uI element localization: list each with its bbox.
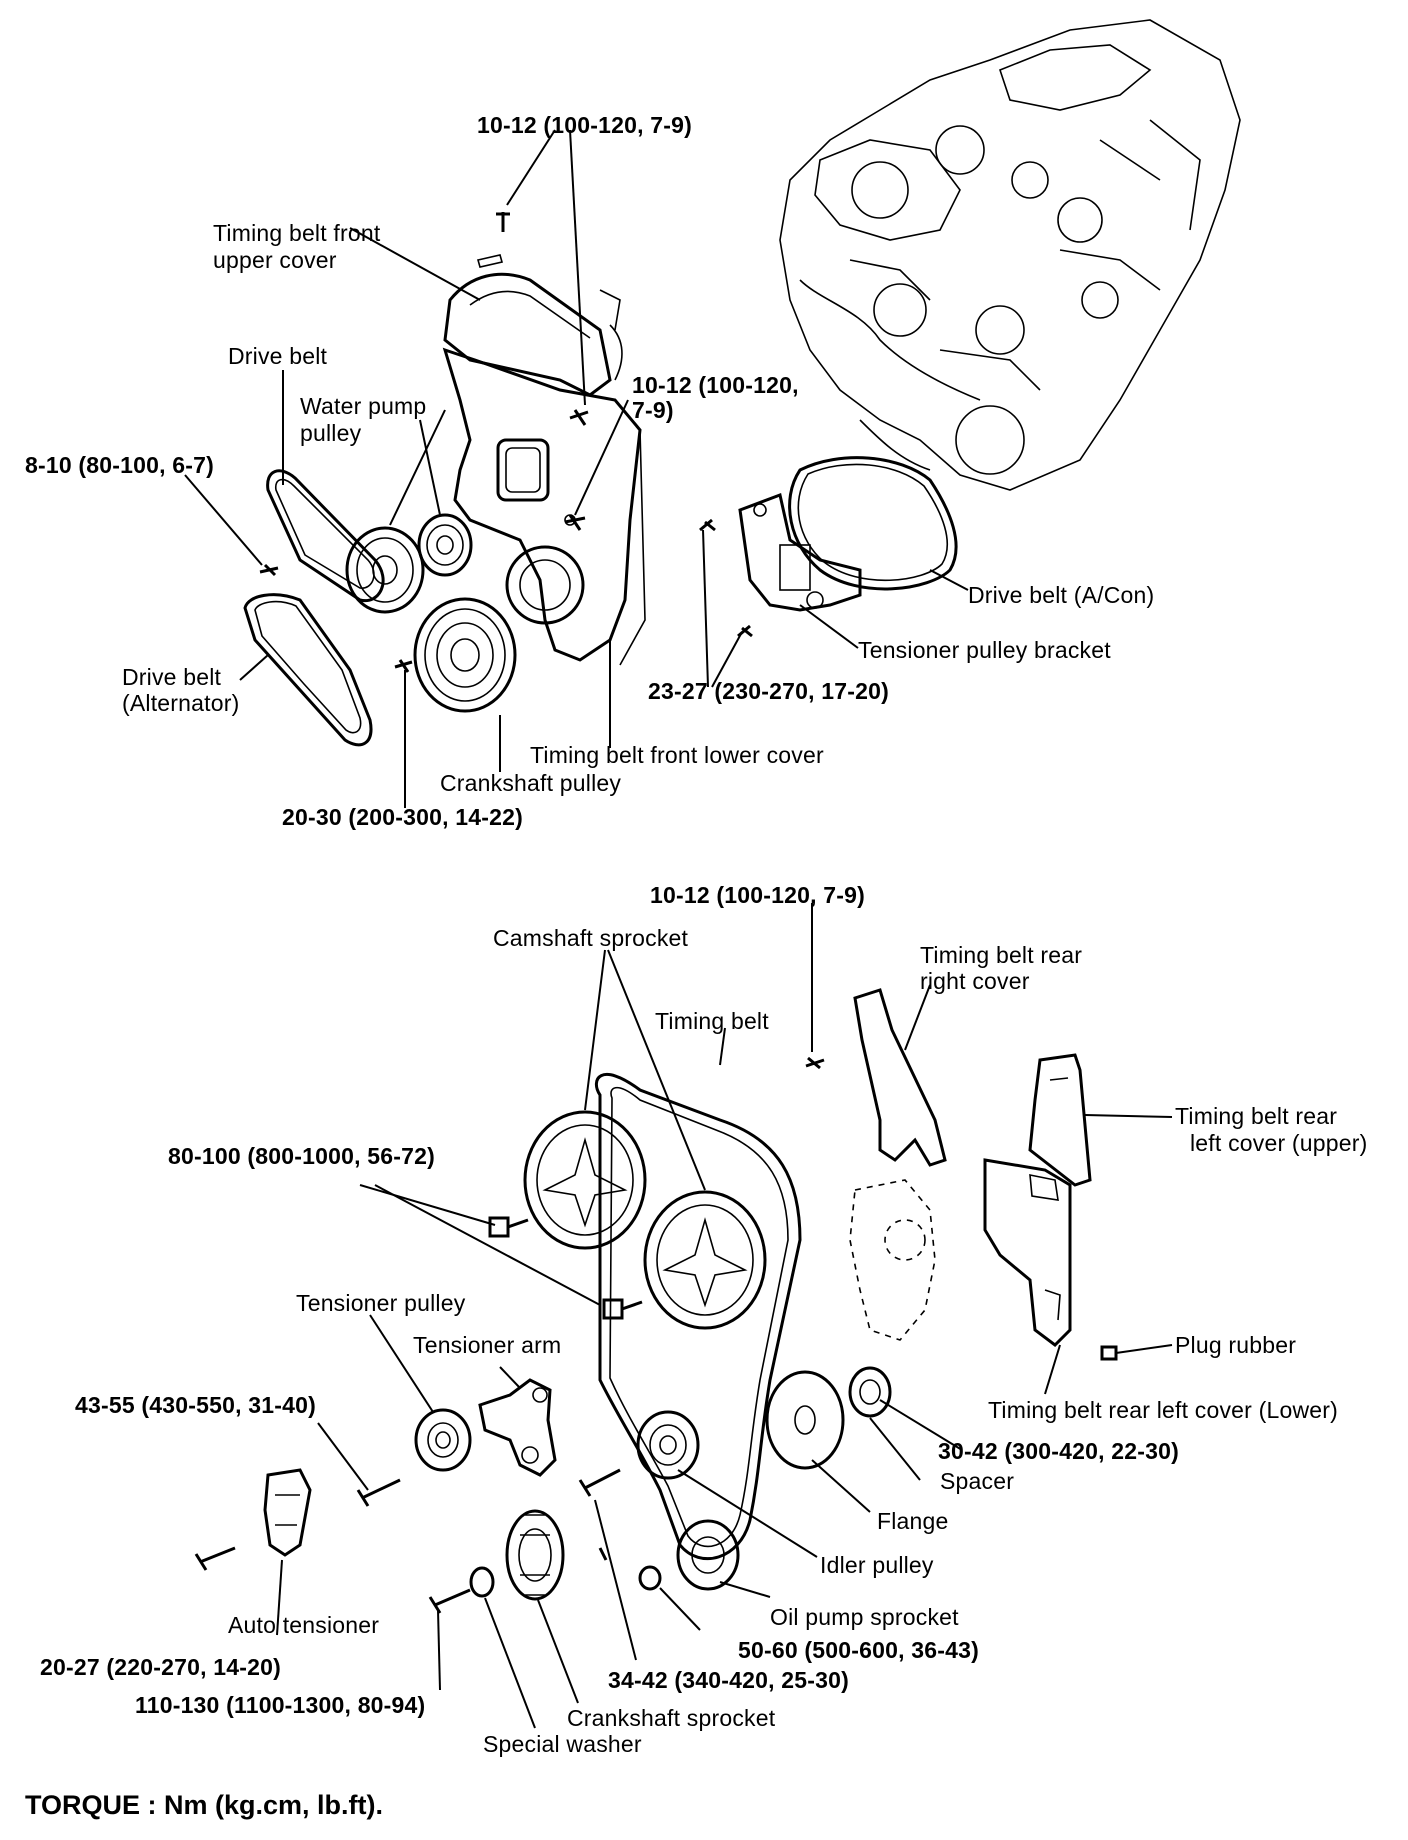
label-timing-belt: Timing belt — [655, 1008, 769, 1034]
torque-units-note: TORQUE : Nm (kg.cm, lb.ft). — [25, 1790, 384, 1820]
label-flange: Flange — [877, 1508, 949, 1534]
label-spacer: Spacer — [940, 1468, 1015, 1494]
torque-label-10-12-top: 10-12 (100-120, 7-9) — [477, 112, 692, 138]
oil-pump-sprocket-shape — [676, 1519, 740, 1591]
torque-label-20-30: 20-30 (200-300, 14-22) — [282, 804, 523, 830]
label-tensioner-pulley: Tensioner pulley — [296, 1290, 466, 1316]
upper-leaders — [184, 129, 969, 808]
label-front-upper-cover: Timing belt front upper cover — [213, 220, 381, 273]
crankshaft-pulley-shape — [413, 597, 517, 713]
tensioner-pulley-shape — [414, 1408, 472, 1472]
torque-label-20-27: 20-27 (220-270, 14-20) — [40, 1654, 281, 1680]
upper-bolts — [259, 212, 589, 673]
label-tensioner-arm: Tensioner arm — [413, 1332, 562, 1358]
drive-belt-acon-shape — [788, 456, 958, 591]
tensioner-arm-shape — [478, 1378, 557, 1477]
crankshaft-sprocket-shape — [505, 1509, 565, 1601]
torque-label-50-60: 50-60 (500-600, 36-43) — [738, 1637, 979, 1663]
torque-label-34-42: 34-42 (340-420, 25-30) — [608, 1667, 849, 1693]
front-lower-cover-shape — [442, 347, 646, 666]
torque-label-10-12-mid-a: 10-12 (100-120, — [632, 372, 799, 398]
timing-belt-shape — [594, 1072, 802, 1561]
label-rear-left-upper-b: left cover (upper) — [1190, 1130, 1368, 1156]
front-upper-cover-shape — [443, 254, 623, 397]
lower-leaders — [276, 903, 1173, 1729]
label-drive-belt-alternator-b: (Alternator) — [122, 690, 240, 716]
spacer-shape — [848, 1366, 892, 1418]
flange-shape — [765, 1370, 845, 1470]
idler-pulley-shape — [636, 1410, 700, 1480]
label-drive-belt-acon: Drive belt (A/Con) — [968, 582, 1155, 608]
torque-label-23-27: 23-27 (230-270, 17-20) — [648, 678, 889, 704]
label-front-lower-cover: Timing belt front lower cover — [530, 742, 824, 768]
label-idler-pulley: Idler pulley — [820, 1552, 934, 1578]
oil-pump-nut-shape — [638, 1565, 662, 1591]
label-auto-tensioner: Auto tensioner — [228, 1612, 380, 1638]
drive-belt-shape — [266, 469, 385, 603]
rear-right-cover-shape — [853, 988, 947, 1167]
label-plug-rubber: Plug rubber — [1175, 1332, 1297, 1358]
label-special-washer: Special washer — [483, 1731, 642, 1757]
torque-label-110-130: 110-130 (1100-1300, 80-94) — [135, 1692, 426, 1718]
rear-left-cover-upper-shape — [1028, 1053, 1092, 1187]
label-water-pump-pulley: Water pump pulley — [300, 393, 427, 446]
camshaft-sprocket-shape — [523, 1110, 767, 1330]
water-pump-pulley-shape — [345, 513, 473, 614]
camshaft-bolts — [488, 1056, 825, 1320]
label-oil-pump-sprocket: Oil pump sprocket — [770, 1604, 959, 1630]
plug-rubber-shape — [1100, 1345, 1118, 1361]
auto-tensioner-shape — [263, 1468, 312, 1557]
torque-label-10-12-bottom: 10-12 (100-120, 7-9) — [650, 882, 865, 908]
label-tensioner-pulley-bracket: Tensioner pulley bracket — [858, 637, 1111, 663]
drive-belt-alternator-shape — [243, 593, 373, 747]
label-rear-left-upper-a: Timing belt rear — [1175, 1103, 1338, 1129]
torque-label-43-55: 43-55 (430-550, 31-40) — [75, 1392, 316, 1418]
engine-outline-lower — [849, 1179, 936, 1341]
lower-bolts — [194, 1468, 621, 1614]
label-crankshaft-sprocket: Crankshaft sprocket — [567, 1705, 776, 1731]
label-rear-right-cover-b: right cover — [920, 968, 1030, 994]
torque-label-10-12-mid-b: 7-9) — [632, 397, 674, 423]
label-drive-belt: Drive belt — [228, 343, 328, 369]
rear-left-cover-lower-shape — [983, 1158, 1072, 1347]
tensioner-pulley-bracket-shape — [738, 492, 862, 612]
torque-label-80-100: 80-100 (800-1000, 56-72) — [168, 1143, 435, 1169]
label-rear-left-lower: Timing belt rear left cover (Lower) — [988, 1397, 1338, 1423]
label-camshaft-sprocket: Camshaft sprocket — [493, 925, 689, 951]
torque-label-30-42: 30-42 (300-420, 22-30) — [938, 1438, 1179, 1464]
torque-label-8-10: 8-10 (80-100, 6-7) — [25, 452, 214, 478]
special-washer-shape — [469, 1566, 495, 1598]
label-drive-belt-alternator-a: Drive belt — [122, 664, 222, 690]
engine-block — [779, 19, 1241, 491]
label-rear-right-cover-a: Timing belt rear — [920, 942, 1083, 968]
label-crankshaft-pulley: Crankshaft pulley — [440, 770, 622, 796]
